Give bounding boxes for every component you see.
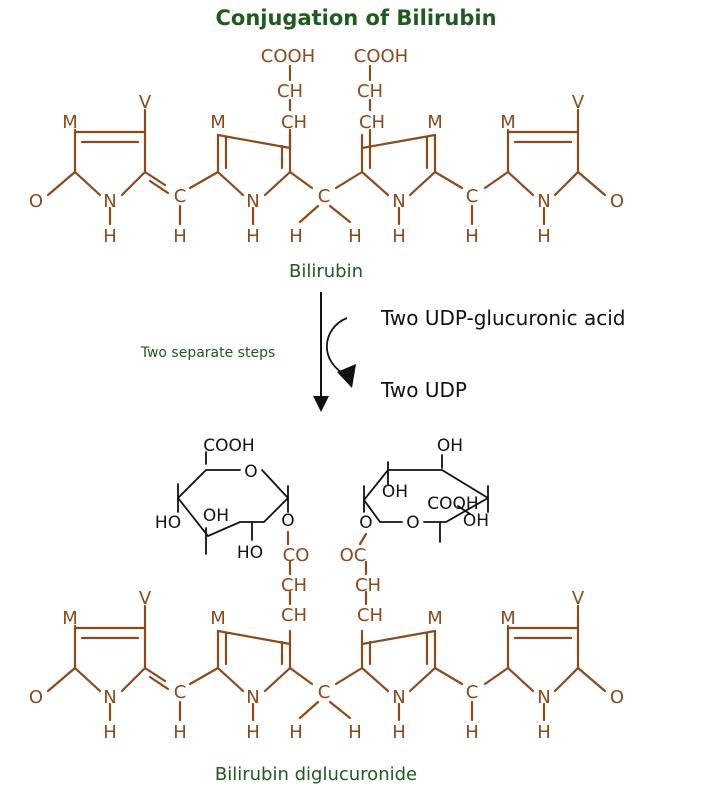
carbon-label: C [466, 682, 479, 703]
carbonyl-label: CO [283, 545, 310, 566]
carbon-label: C [318, 682, 331, 703]
glucuronide-right: OH OH COOH OH O O [359, 436, 489, 543]
hydrogen-label: H [246, 722, 260, 743]
hydroxyl-label: OH [463, 511, 489, 531]
glucuronide-left: COOH O HO OH HO O [155, 436, 295, 563]
byproduct-label: Two UDP [380, 378, 467, 402]
ring-oxygen-label: O [406, 513, 419, 533]
bilirubin-label: Bilirubin [289, 261, 363, 282]
ch-label: CH [281, 112, 307, 133]
ch-label: CH [281, 575, 307, 596]
bilirubin-structure: COOH COOH CH CH CH CH [29, 46, 624, 247]
ester-oxygen-label: O [359, 513, 372, 533]
hydroxyl-label: OH [203, 506, 229, 526]
hydroxyl-label: OH [382, 482, 408, 502]
carbon-label: C [174, 186, 187, 207]
methyl-label: M [500, 112, 516, 133]
reaction-steps-label: Two separate steps [140, 345, 276, 361]
nitrogen-label: N [392, 191, 405, 212]
methyl-label: M [427, 112, 443, 133]
vinyl-label: V [139, 588, 152, 609]
oxygen-label: O [610, 191, 624, 212]
nitrogen-label: N [537, 687, 550, 708]
diagram-title: Conjugation of Bilirubin [215, 6, 496, 30]
ch-label: CH [281, 605, 307, 626]
reaction-arrow [313, 292, 356, 412]
carbonyl-label: OC [340, 545, 367, 566]
carbon-label: C [466, 186, 479, 207]
hydrogen-label: H [289, 722, 303, 743]
bilirubin-diglucuronide-label: Bilirubin diglucuronide [215, 764, 417, 785]
nitrogen-label: N [246, 191, 259, 212]
nitrogen-label: N [392, 687, 405, 708]
bilirubin-diglucuronide-structure: CO OC CH CH CH CH [29, 530, 624, 743]
vinyl-label: V [572, 588, 585, 609]
hydrogen-label: H [173, 722, 187, 743]
cooh-label: COOH [261, 46, 315, 67]
vinyl-label: V [139, 92, 152, 113]
hydrogen-label: H [537, 226, 551, 247]
carbon-label: C [318, 186, 331, 207]
hydrogen-label: H [392, 226, 406, 247]
methyl-label: M [427, 608, 443, 629]
oxygen-label: O [610, 687, 624, 708]
hydrogen-label: H [173, 226, 187, 247]
methyl-label: M [210, 608, 226, 629]
vinyl-label: V [572, 92, 585, 113]
oxygen-label: O [29, 687, 43, 708]
hydrogen-label: H [465, 226, 479, 247]
methyl-label: M [62, 608, 78, 629]
carbon-label: C [174, 682, 187, 703]
oxygen-label: O [29, 191, 43, 212]
nitrogen-label: N [103, 191, 116, 212]
ch-label: CH [359, 112, 385, 133]
hydrogen-label: H [246, 226, 260, 247]
hydrogen-label: H [392, 722, 406, 743]
hydroxyl-label: HO [237, 543, 263, 563]
hydrogen-label: H [465, 722, 479, 743]
hydrogen-label: H [348, 226, 362, 247]
ester-oxygen-label: O [281, 511, 294, 531]
hydrogen-label: H [289, 226, 303, 247]
ring-oxygen-label: O [244, 462, 257, 482]
methyl-label: M [500, 608, 516, 629]
carboxyl-label: COOH [203, 436, 254, 456]
hydrogen-label: H [103, 722, 117, 743]
methyl-label: M [210, 112, 226, 133]
ch-label: CH [277, 81, 303, 102]
nitrogen-label: N [537, 191, 550, 212]
methyl-label: M [62, 112, 78, 133]
hydroxyl-label: HO [155, 513, 181, 533]
reagent-label: Two UDP-glucuronic acid [380, 306, 625, 330]
nitrogen-label: N [246, 687, 259, 708]
hydroxyl-label: OH [437, 436, 463, 456]
nitrogen-label: N [103, 687, 116, 708]
ch-label: CH [355, 575, 381, 596]
cooh-label: COOH [354, 46, 408, 67]
hydrogen-label: H [348, 722, 362, 743]
hydrogen-label: H [537, 722, 551, 743]
hydrogen-label: H [103, 226, 117, 247]
ch-label: CH [357, 81, 383, 102]
ch-label: CH [357, 605, 383, 626]
carboxyl-label: COOH [427, 494, 478, 514]
